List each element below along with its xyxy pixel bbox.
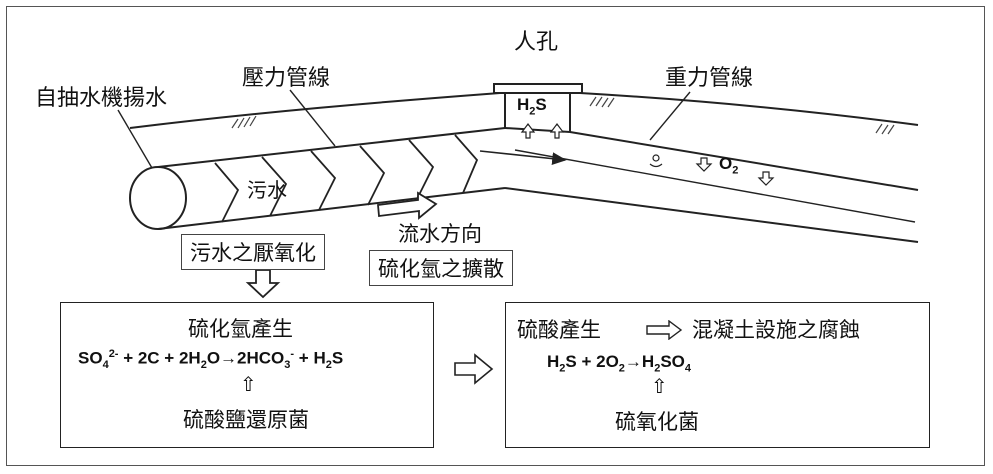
figure-frame [6, 6, 985, 466]
h2s-generation-box [60, 302, 434, 448]
pressure-pipe-bottom [157, 187, 506, 230]
sulfuric-acid-box [505, 302, 930, 448]
water-level [514, 149, 916, 223]
pressure-pipe-top [157, 127, 506, 168]
sulfuric-acid-title: 硫酸產生 [517, 318, 601, 342]
gravity-pipe-top [569, 131, 919, 191]
concrete-corrosion-label: 混凝土設施之腐蝕 [692, 318, 860, 342]
flow-direction-arrow [377, 191, 438, 220]
sewage-text: 污水 [247, 178, 287, 202]
sulfate-reduction-equation: SO42- + 2C + 2H2O→2HCO3- + H2S [78, 348, 344, 372]
ground-line-right [579, 92, 919, 126]
sulfate-reducing-bacteria-label: 硫酸鹽還原菌 [183, 408, 309, 432]
h2s-rise-arrows [520, 123, 565, 139]
sewage-chevrons [214, 134, 479, 223]
leader-pressure-pipe [289, 89, 336, 147]
manhole-h2s-label: H2S [517, 95, 547, 118]
h2s-generation-title: 硫化氫產生 [188, 317, 293, 341]
flow-arrow-in-pipe [479, 150, 567, 166]
up-arrow-left: ⇧ [240, 372, 257, 396]
pressure-pipe-label: 壓力管線 [242, 66, 331, 91]
gravity-pipe-label: 重力管線 [665, 66, 754, 91]
o2-label: O2 [719, 154, 739, 177]
self-pump-label: 自抽水機揚水 [35, 86, 168, 111]
right-arrow-between-boxes [454, 353, 494, 385]
manhole-label: 人孔 [514, 30, 559, 55]
sewage-label: 污水 [247, 174, 287, 203]
hollow-right-arrow-small [646, 320, 683, 340]
sulfur-oxidation-equation: H2S + 2O2→H2SO4 [547, 352, 692, 375]
diffusion-tag: 硫化氫之擴散 [369, 250, 513, 286]
leader-gravity-pipe [649, 91, 691, 141]
down-arrow-to-box [245, 269, 281, 299]
flow-direction-label: 流水方向 [398, 222, 482, 246]
up-arrow-right: ⇧ [651, 374, 668, 398]
sulfur-oxidizing-bacteria-label: 硫氧化菌 [615, 410, 699, 434]
anaerobic-tag: 污水之厭氧化 [181, 234, 325, 270]
pipe-end-cap [129, 166, 187, 230]
ground-line-left [129, 92, 501, 129]
gravity-pipe-bottom [504, 187, 919, 243]
ground-hatch [231, 96, 895, 135]
o2-down-arrows [695, 157, 775, 186]
bubble-mark [649, 154, 663, 168]
leader-self-pump [117, 109, 153, 169]
manhole-lid [493, 83, 583, 94]
